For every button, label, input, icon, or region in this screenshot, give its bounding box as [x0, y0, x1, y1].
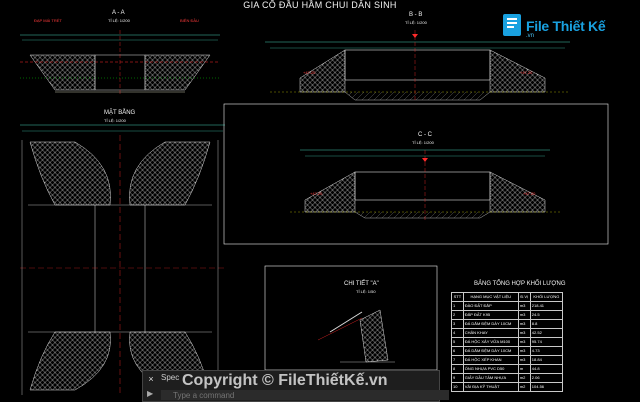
detail-a-label: CHI TIẾT "A" [344, 281, 379, 287]
table-cell: 6 [451, 346, 464, 356]
table-cell: 44.8 [529, 364, 564, 374]
command-input[interactable] [161, 390, 449, 400]
table-cell: 8 [451, 364, 464, 374]
table-cell: VẢI ĐỊA KỸ THUẬT [462, 382, 519, 392]
table-header: KHỐI LƯỢNG [529, 292, 564, 302]
table-cell: ĐÁ HỘC XẾP KHAN [462, 355, 519, 365]
table-cell: 3 [451, 319, 464, 329]
table-header: Đ.VỊ [517, 292, 531, 302]
table-cell: m3 [517, 301, 531, 311]
section-a-a [20, 30, 220, 95]
side-label-left: ĐẠP MÁI TRẾT [34, 18, 62, 23]
elevation-b1: +47.20 [303, 70, 316, 75]
brand-logo[interactable]: File Thiết Kế .vn [500, 12, 612, 42]
table-cell: 104.56 [529, 382, 564, 392]
section-b-b-scale: TỈ LỆ: 1/200 [405, 20, 427, 25]
section-c-c [290, 149, 560, 222]
plan-view-scale: TỈ LỆ: 1/200 [104, 118, 126, 123]
table-cell: 10 [451, 382, 464, 392]
table-cell: m [517, 364, 531, 374]
logo-icon [503, 14, 521, 36]
elevation-c1: +47.20 [310, 191, 323, 196]
section-a-a-label: A - A [112, 10, 125, 16]
section-c-c-scale: TỈ LỆ: 1/200 [412, 140, 434, 145]
elevation-c2: +47.20 [523, 191, 536, 196]
summary-table-header-row: STT HẠNG MỤC VẬT LIỆU Đ.VỊ KHỐI LƯỢNG [451, 292, 564, 302]
table-cell: 1 [451, 301, 464, 311]
table-cell: 5 [451, 337, 464, 347]
section-a-a-scale: TỈ LỆ: 1/200 [108, 18, 130, 23]
drawing-title: GIA CỐ ĐẦU HẦM CHUI DÂN SINH [243, 0, 397, 10]
prompt-icon: ▶ [147, 389, 154, 398]
elevation-b2: +47.20 [520, 70, 533, 75]
table-cell: 95.74 [529, 337, 564, 347]
side-label-right: BIÊN ĐẦU [180, 18, 199, 23]
table-cell: ĐÀO ĐẤT ĐẮP [462, 301, 519, 311]
table-header: STT [451, 292, 464, 302]
table-cell: m3 [517, 355, 531, 365]
table-cell: 24.5 [529, 310, 564, 320]
table-header: HẠNG MỤC VẬT LIỆU [462, 292, 519, 302]
table-cell: 218.41 [529, 301, 564, 311]
plan-view-label: MẶT BẰNG [104, 110, 136, 116]
table-cell: ĐÁ HỘC XÂY VỮA M100 [462, 337, 519, 347]
copyright-watermark: Copyright © FileThiếtKế.vn [182, 372, 388, 389]
table-cell: 2.06 [529, 373, 564, 383]
table-cell: CHÂN KHAY [462, 328, 519, 338]
section-b-b-label: B - B [409, 12, 423, 18]
section-c-c-frame [223, 103, 609, 245]
table-cell: 8.8 [529, 319, 564, 329]
table-cell: 42.52 [529, 328, 564, 338]
table-cell: m3 [517, 328, 531, 338]
logo-domain: .vn [526, 33, 535, 39]
table-cell: 4.73 [529, 346, 564, 356]
table-cell: 18.84 [529, 355, 564, 365]
table-cell: m3 [517, 346, 531, 356]
close-icon[interactable]: × [148, 374, 154, 384]
command-panel-label: Spec [161, 373, 180, 382]
table-cell: m3 [517, 310, 531, 320]
table-cell: GIẤY DẦU TẨM NHỰA [462, 373, 519, 383]
section-c-c-label: C - C [418, 132, 432, 138]
summary-table-title: BẢNG TỔNG HỢP KHỐI LƯỢNG [474, 281, 566, 287]
table-cell: m3 [517, 319, 531, 329]
section-b-b [265, 30, 570, 102]
table-cell: 4 [451, 328, 464, 338]
table-cell: m2 [517, 373, 531, 383]
table-cell: ĐÁ DĂM ĐỆM DÀY 10CM [462, 346, 519, 356]
logo-name: File Thiết Kế [526, 18, 606, 34]
table-cell: 2 [451, 310, 464, 320]
table-cell: ỐNG NHỰA PVC D50 [462, 364, 519, 374]
table-cell: m2 [517, 382, 531, 392]
table-cell: m3 [517, 337, 531, 347]
table-cell: ĐẮP ĐẤT K95 [462, 310, 519, 320]
detail-a [317, 309, 395, 363]
detail-a-scale: TỈ LỆ: 1/50 [356, 289, 376, 294]
table-cell: 9 [451, 373, 464, 383]
table-cell: 7 [451, 355, 464, 365]
plan-view [20, 124, 225, 395]
table-cell: ĐÁ DĂM ĐỆM DÀY 10CM [462, 319, 519, 329]
